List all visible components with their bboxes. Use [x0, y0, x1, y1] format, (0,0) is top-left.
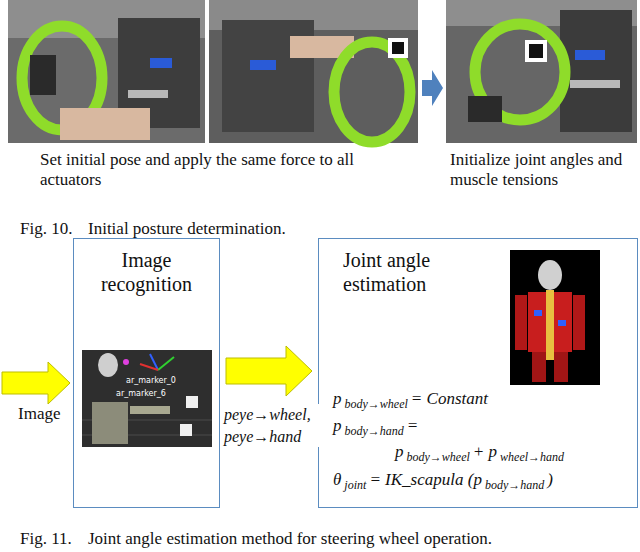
equation-line: pbody→wheel+ pwheel→hand: [395, 442, 567, 465]
robot-spine: [546, 290, 554, 360]
equation-subscript: body→wheel: [407, 450, 470, 464]
equation-text: + p: [473, 442, 497, 461]
axis-line: [140, 364, 158, 370]
box-title: Image recognition: [78, 249, 215, 296]
robot-hand: [468, 96, 502, 122]
model-image: [510, 250, 600, 385]
robot-head: [98, 353, 118, 377]
equation-subscript: body→wheel: [345, 397, 408, 411]
equation-text: ): [547, 470, 553, 489]
robot-part: [575, 50, 605, 60]
equation-line: θjoint= IK_scapula (pbody→hand): [333, 470, 556, 493]
robot-leg: [532, 352, 546, 382]
ar-marker: [529, 44, 543, 58]
edge-label: peye→wheel, peye→hand: [224, 404, 320, 447]
estimation-box: Joint angle estimationpbody→wheel= Const…: [318, 238, 638, 508]
equation-line: pbody→hand=: [333, 416, 421, 439]
equation-subscript: joint: [344, 478, 366, 492]
axis-line: [158, 357, 174, 370]
ar-marker: [392, 42, 404, 54]
robot-part: [570, 80, 620, 88]
robot-part: [250, 60, 276, 70]
equation-text: =: [407, 416, 418, 435]
photo-background: [209, 0, 418, 143]
robot-hand: [30, 55, 56, 95]
robot-arm: [130, 406, 170, 414]
block-arrow: [226, 346, 312, 396]
caption-text: Joint angle estimation method for steeri…: [88, 529, 608, 549]
robot-part: [128, 90, 168, 98]
robot-body: [92, 402, 128, 444]
equation-text: p: [395, 442, 404, 461]
robot-head: [538, 260, 562, 290]
equation-subscript: body→hand: [345, 424, 404, 438]
robot-part: [534, 310, 542, 316]
photo-background: [446, 0, 637, 143]
recognition-box: Image recognition: [73, 238, 220, 508]
process-arrow: [422, 70, 443, 106]
input-arrow: [2, 362, 70, 404]
robot-arm: [515, 295, 527, 350]
ar-marker: [186, 396, 198, 408]
caption-text: Image: [18, 404, 78, 424]
equation-text: = IK_scapula (p: [369, 470, 482, 489]
box-title: Joint angle estimation: [343, 249, 518, 296]
caption-text: Set initial pose and apply the same forc…: [40, 150, 374, 190]
equation-text: = Constant: [411, 389, 488, 408]
human-hand: [60, 108, 150, 140]
caption-text: Fig. 11.: [20, 529, 86, 549]
recognition-image: [82, 350, 212, 447]
robot-part: [150, 58, 172, 68]
caption-text: Fig. 10.: [20, 219, 86, 239]
equation-subscript: wheel→hand: [500, 450, 564, 464]
marker-dot: [123, 359, 129, 365]
ar-marker: [180, 424, 192, 436]
robot-arm: [573, 295, 585, 350]
marker-label: ar_marker_0: [126, 376, 196, 385]
robot-leg: [554, 352, 568, 382]
equation-text: θ: [333, 470, 341, 489]
robot-part: [558, 320, 566, 326]
robot-body: [560, 10, 632, 132]
caption-text: Initialize joint angles and muscle tensi…: [450, 150, 638, 190]
caption-text: Initial posture determination.: [88, 219, 388, 239]
marker-label: ar_marker_6: [116, 389, 186, 398]
equation-text: p: [333, 389, 342, 408]
equation-text: p: [333, 416, 342, 435]
equation-subscript: body→hand: [485, 478, 544, 492]
ar-marker: [525, 40, 547, 62]
equation-line: pbody→wheel= Constant: [333, 389, 491, 412]
ar-marker: [388, 38, 408, 58]
photo-background: [8, 0, 205, 143]
